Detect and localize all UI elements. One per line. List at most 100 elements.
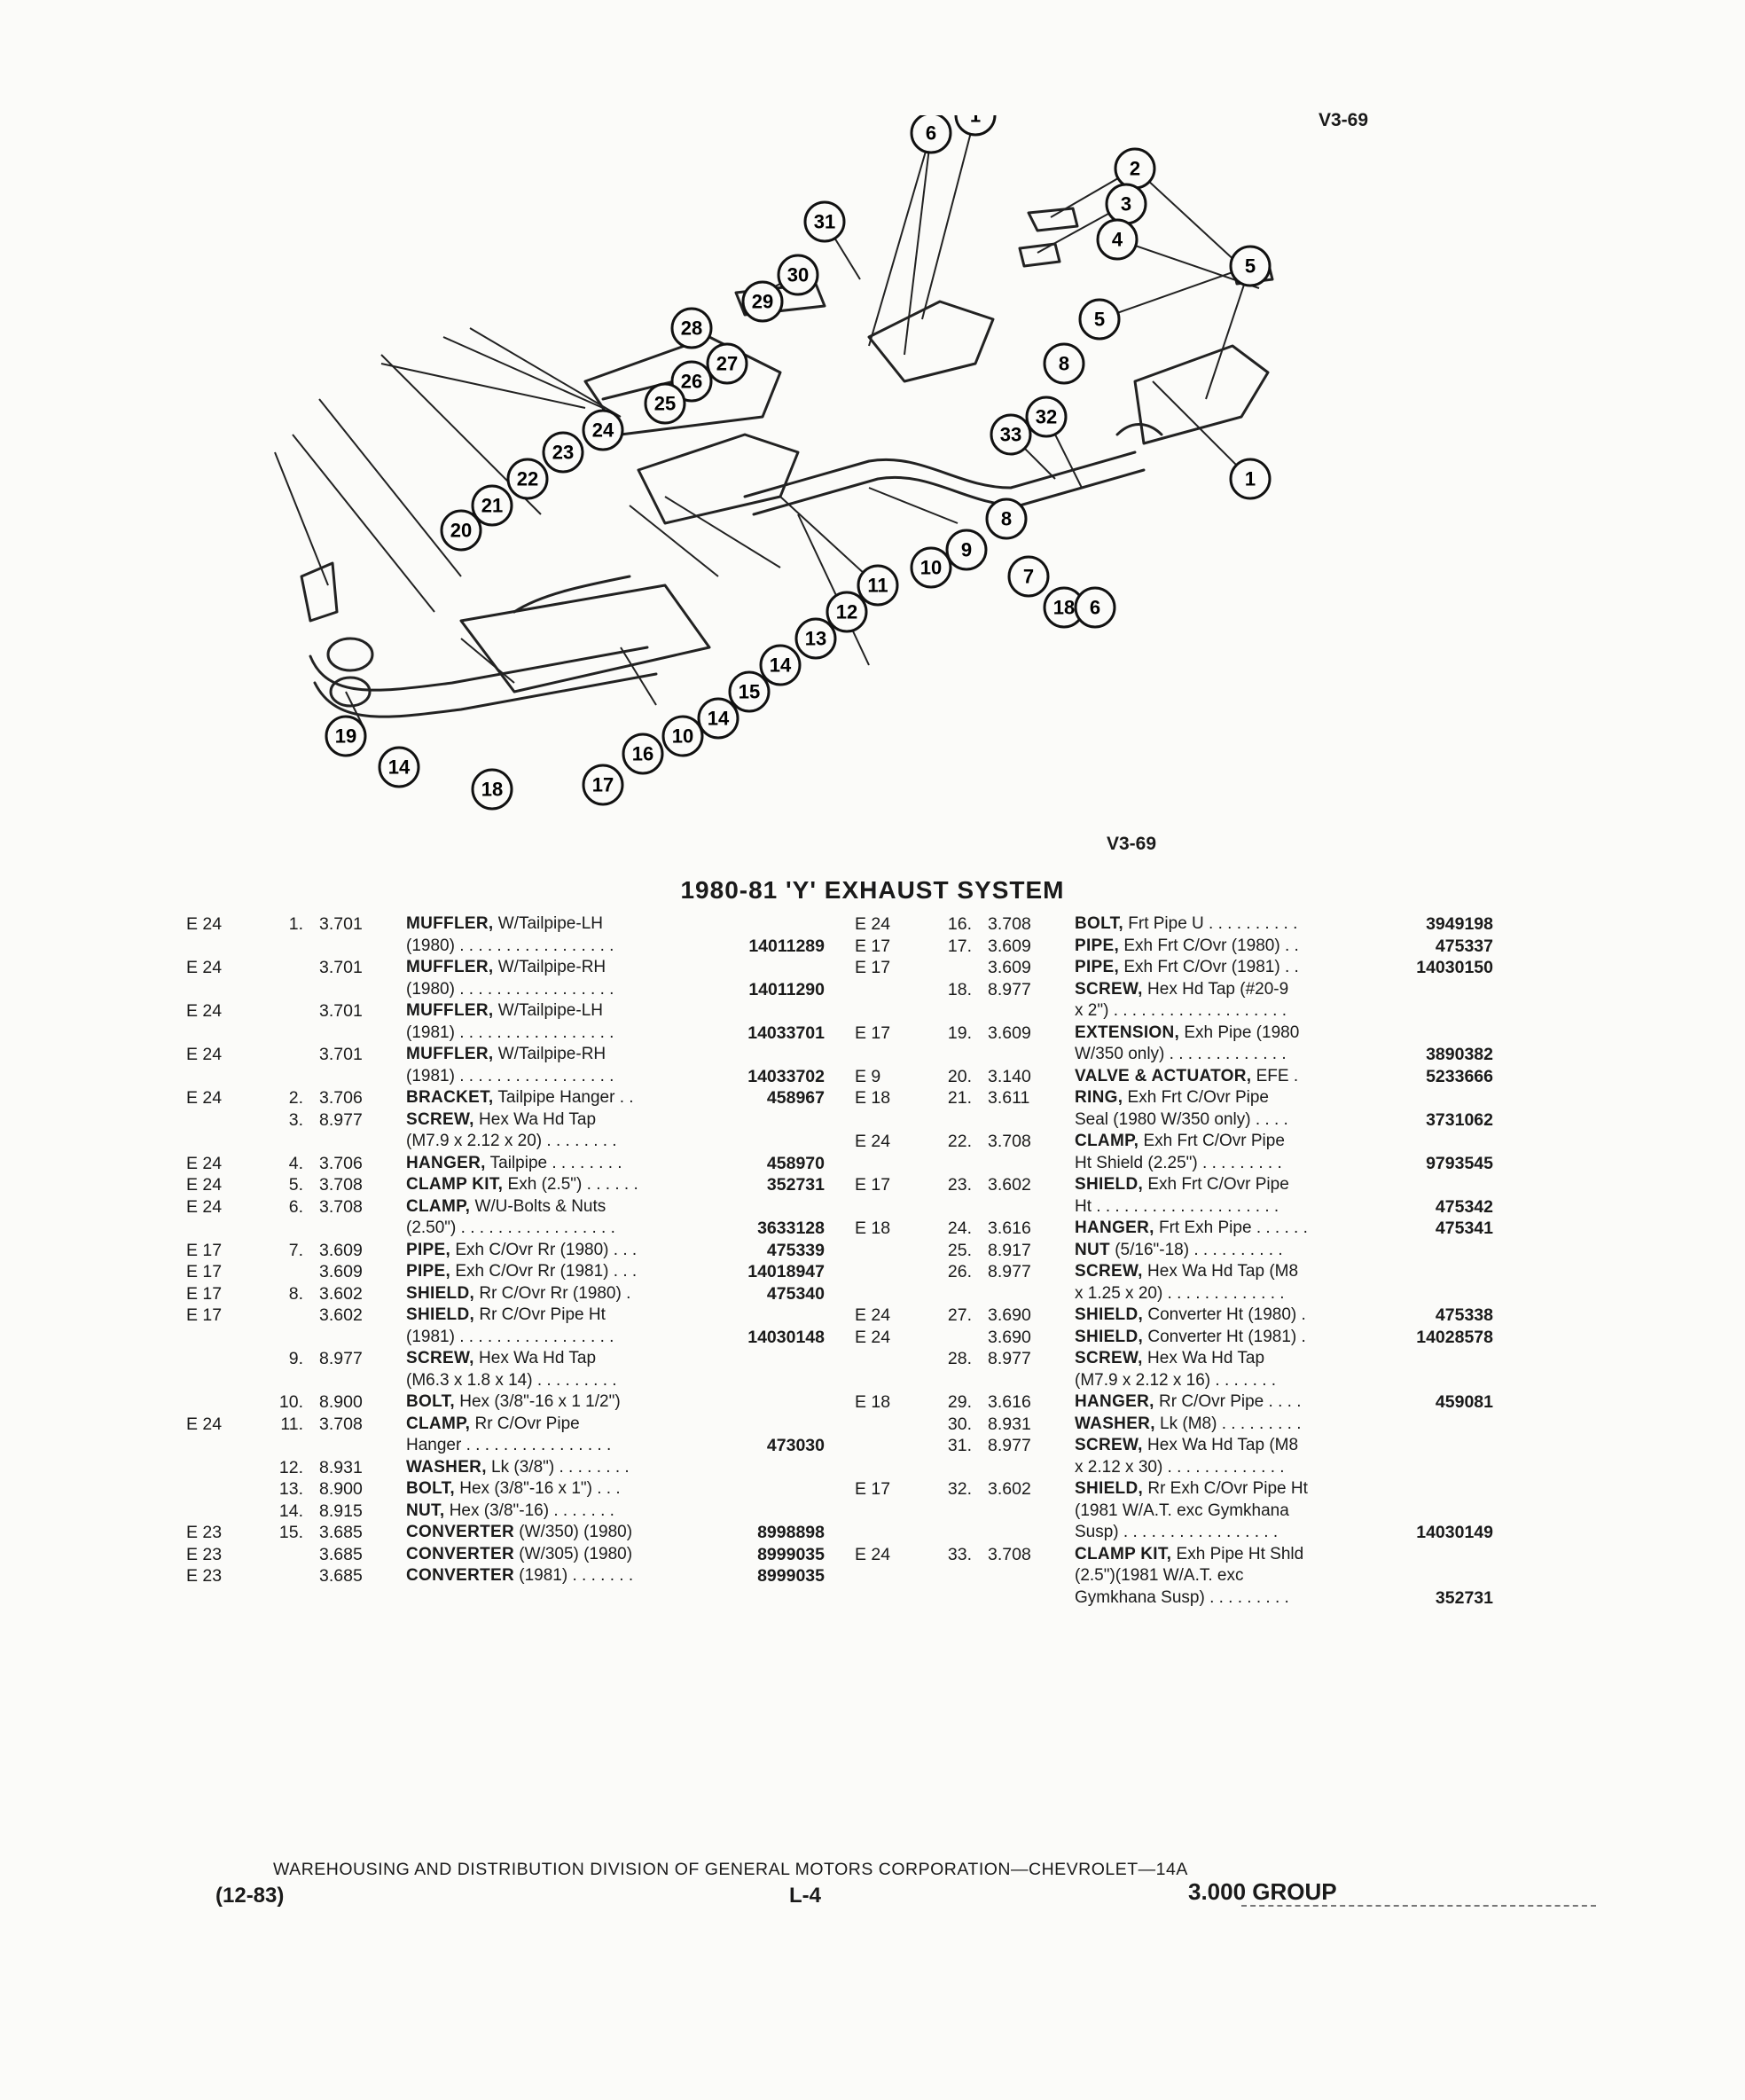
catalog-number: 8.977 — [988, 1349, 1031, 1368]
callout-17: 17 — [582, 764, 624, 806]
callout-31: 31 — [803, 200, 846, 243]
part-description: HANGER, Frt Exh Pipe . . . . . . — [1075, 1218, 1394, 1240]
catalog-number: 8.915 — [319, 1501, 363, 1521]
muffler-upper — [867, 300, 995, 383]
catalog-number: 8.977 — [319, 1349, 363, 1368]
part-description: Ht Shield (2.25") . . . . . . . . . — [1075, 1153, 1394, 1175]
part-detail: Hex (3/8"-16) . . . . . . . — [444, 1501, 614, 1520]
part-number: 14033702 — [747, 1066, 825, 1086]
catalog-number: 8.977 — [319, 1109, 363, 1130]
part-description: Gymkhana Susp) . . . . . . . . . — [1075, 1587, 1394, 1610]
part-description: SCREW, Hex Wa Hd Tap — [1075, 1348, 1394, 1370]
part-detail: Exh Frt C/Ovr (1980) . . — [1119, 936, 1299, 955]
part-detail: Lk (M8) . . . . . . . . . — [1154, 1414, 1302, 1433]
group-code: E 17 — [855, 1479, 891, 1499]
part-description: CONVERTER (W/350) (1980) — [406, 1522, 761, 1544]
item-number: 2. — [288, 1088, 303, 1108]
catalog-number: 3.701 — [319, 1045, 363, 1064]
part-description: x 1.25 x 20) . . . . . . . . . . . . . — [1075, 1283, 1394, 1305]
parts-row: x 2.12 x 30) . . . . . . . . . . . . . — [855, 1457, 1493, 1479]
callout-12: 12 — [826, 591, 868, 633]
part-description: Ht . . . . . . . . . . . . . . . . . . .… — [1075, 1196, 1394, 1218]
part-detail: Exh Pipe (1980 — [1179, 1023, 1300, 1042]
catalog-number: 3.701 — [319, 958, 363, 977]
part-detail: W/Tailpipe-LH — [493, 914, 603, 933]
part-number: 475341 — [1435, 1218, 1493, 1238]
item-number: 29. — [947, 1392, 972, 1412]
catalog-number: 3.708 — [319, 1175, 363, 1195]
group-code: E 24 — [186, 1045, 223, 1064]
part-detail: EFE . — [1251, 1066, 1299, 1085]
catalog-number: 3.609 — [988, 958, 1031, 977]
catalog-number: 3.616 — [988, 1392, 1031, 1412]
part-name: BRACKET, — [406, 1088, 494, 1107]
part-number: 3731062 — [1426, 1109, 1493, 1130]
callout-24: 24 — [582, 409, 624, 451]
callout-8: 8 — [1043, 342, 1085, 385]
part-description: (M6.3 x 1.8 x 14) . . . . . . . . . — [406, 1370, 761, 1392]
part-detail: Tailpipe . . . . . . . . — [485, 1153, 622, 1172]
part-detail: Hanger . . . . . . . . . . . . . . . . — [406, 1436, 612, 1454]
part-description: SHIELD, Converter Ht (1980) . — [1075, 1305, 1394, 1327]
parts-row: x 2") . . . . . . . . . . . . . . . . . … — [855, 1000, 1493, 1023]
part-description: MUFFLER, W/Tailpipe-RH — [406, 957, 761, 979]
part-detail: Seal (1980 W/350 only) . . . . — [1075, 1109, 1288, 1129]
group-code: E 17 — [186, 1262, 223, 1281]
catalog-number: 8.977 — [988, 1436, 1031, 1455]
item-number: 32. — [947, 1479, 972, 1499]
callout-number: 10 — [920, 557, 942, 579]
part-detail: Converter Ht (1981) . — [1143, 1327, 1306, 1346]
callout-2: 2 — [1114, 147, 1156, 190]
part-detail: Tailpipe Hanger . . — [493, 1088, 634, 1107]
catalog-number: 3.706 — [319, 1088, 363, 1108]
parts-row: (1980) . . . . . . . . . . . . . . . . .… — [186, 936, 825, 958]
callout-number: 5 — [1245, 255, 1256, 278]
part-detail: (W/350) (1980) — [514, 1523, 633, 1541]
part-detail: Ht . . . . . . . . . . . . . . . . . . .… — [1075, 1196, 1279, 1216]
part-name: NUT, — [406, 1501, 445, 1520]
part-number: 14011289 — [748, 936, 825, 956]
part-description: (1981 W/A.T. exc Gymkhana — [1075, 1501, 1394, 1523]
group-code: E 24 — [855, 1132, 891, 1151]
part-name: CLAMP, — [1075, 1132, 1139, 1150]
part-detail: x 2.12 x 30) . . . . . . . . . . . . . — [1075, 1457, 1285, 1477]
part-number: 8998898 — [757, 1523, 825, 1542]
catalog-number: 3.708 — [319, 1414, 363, 1434]
part-name: BOLT, — [406, 1392, 455, 1411]
part-detail: W/Tailpipe-RH — [493, 958, 606, 976]
part-name: CLAMP KIT, — [406, 1175, 504, 1194]
callout-9: 9 — [945, 529, 988, 571]
group-code: E 18 — [855, 1088, 891, 1108]
item-number: 31. — [947, 1436, 972, 1455]
part-number: 475340 — [766, 1283, 825, 1304]
item-number: 21. — [947, 1088, 972, 1108]
part-name: MUFFLER, — [406, 1045, 494, 1063]
callout-number: 29 — [752, 291, 773, 313]
parts-row: (2.5")(1981 W/A.T. exc — [855, 1565, 1493, 1587]
callout-7: 7 — [1007, 555, 1050, 598]
part-name: CONVERTER — [406, 1544, 514, 1563]
callout-number: 1 — [970, 115, 981, 127]
part-detail: Rr C/Ovr Pipe . . . . — [1154, 1392, 1302, 1411]
item-number: 22. — [947, 1132, 972, 1151]
parts-row: Gymkhana Susp) . . . . . . . . .352731 — [855, 1587, 1493, 1610]
part-detail: Hex (3/8"-16 x 1 1/2") — [454, 1392, 621, 1411]
part-description: WASHER, Lk (3/8") . . . . . . . . — [406, 1457, 761, 1479]
part-description: W/350 only) . . . . . . . . . . . . . — [1075, 1044, 1394, 1066]
part-number: 458970 — [766, 1153, 825, 1173]
part-detail: (M6.3 x 1.8 x 14) . . . . . . . . . — [406, 1370, 617, 1390]
